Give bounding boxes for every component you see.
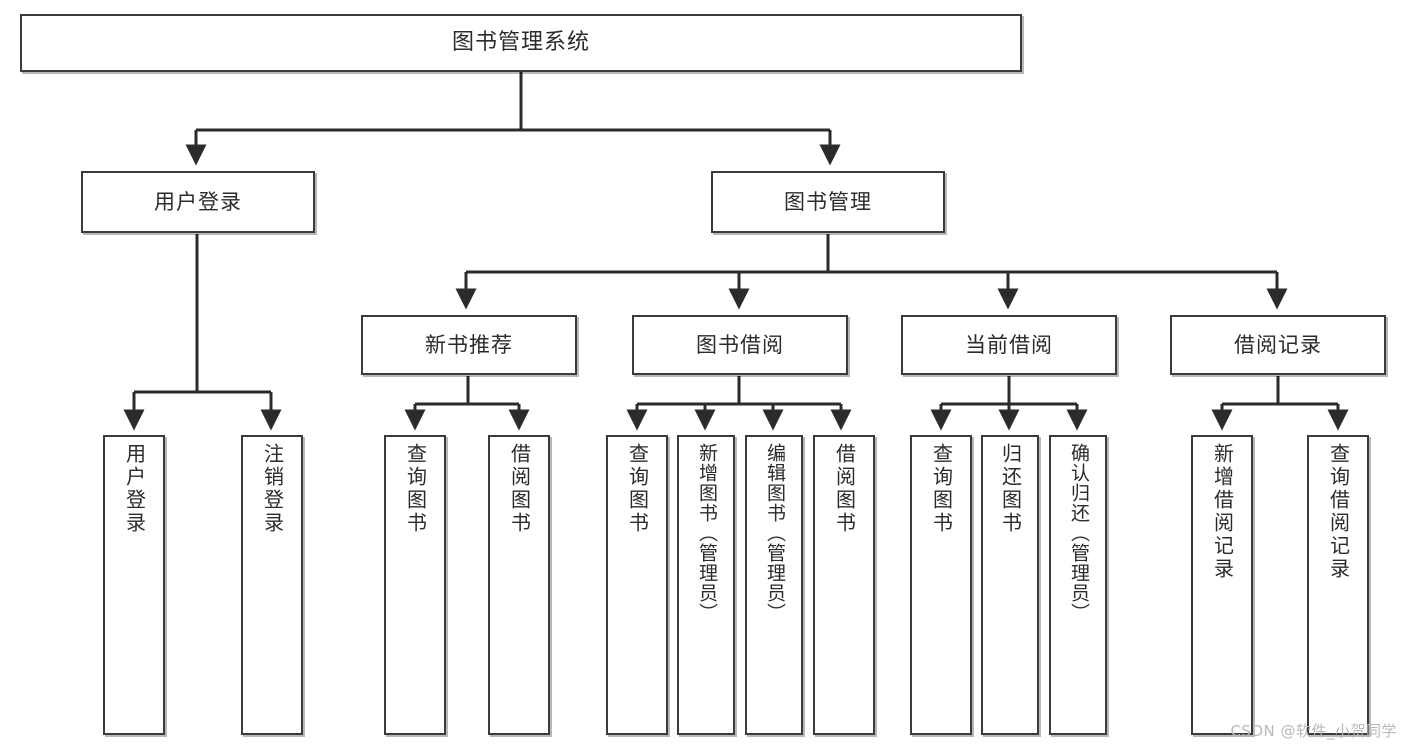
node-label: 编辑图书（管理员） bbox=[763, 443, 786, 623]
node-label: 当前借阅 bbox=[965, 332, 1053, 357]
node-leaf-borrow-book-2[interactable]: 借阅图书 bbox=[813, 435, 875, 735]
node-label: 注销登录 bbox=[260, 443, 285, 535]
node-root-book-management-system[interactable]: 图书管理系统 bbox=[20, 14, 1022, 72]
node-book-borrowing[interactable]: 图书借阅 bbox=[632, 315, 848, 375]
node-leaf-query-book-2[interactable]: 查询图书 bbox=[606, 435, 668, 735]
node-label: 用户登录 bbox=[154, 189, 242, 214]
node-book-management[interactable]: 图书管理 bbox=[711, 171, 945, 233]
node-leaf-user-login[interactable]: 用户登录 bbox=[103, 435, 165, 735]
node-label: 确认归还（管理员） bbox=[1067, 443, 1090, 623]
node-label: 借阅图书 bbox=[832, 443, 857, 535]
node-leaf-query-book-1[interactable]: 查询图书 bbox=[384, 435, 446, 735]
csdn-watermark: CSDN @软件_小贺同学 bbox=[1230, 722, 1397, 740]
node-leaf-add-book-admin[interactable]: 新增图书（管理员） bbox=[677, 435, 735, 735]
node-label: 查询借阅记录 bbox=[1326, 443, 1351, 581]
node-label: 借阅记录 bbox=[1234, 332, 1322, 357]
node-leaf-edit-book-admin[interactable]: 编辑图书（管理员） bbox=[745, 435, 803, 735]
node-leaf-add-borrow-record[interactable]: 新增借阅记录 bbox=[1191, 435, 1253, 735]
node-label: 新书推荐 bbox=[425, 332, 513, 357]
node-label: 图书借阅 bbox=[696, 332, 784, 357]
node-current-borrowing[interactable]: 当前借阅 bbox=[901, 315, 1117, 375]
node-borrowing-records[interactable]: 借阅记录 bbox=[1170, 315, 1386, 375]
node-label: 借阅图书 bbox=[507, 443, 532, 535]
node-label: 用户登录 bbox=[122, 443, 147, 535]
node-leaf-borrow-book-1[interactable]: 借阅图书 bbox=[488, 435, 550, 735]
node-leaf-query-book-3[interactable]: 查询图书 bbox=[910, 435, 972, 735]
node-user-login[interactable]: 用户登录 bbox=[81, 171, 315, 233]
node-label: 查询图书 bbox=[625, 443, 650, 535]
node-label: 查询图书 bbox=[929, 443, 954, 535]
node-label: 新增借阅记录 bbox=[1210, 443, 1235, 581]
node-new-book-recommendation[interactable]: 新书推荐 bbox=[361, 315, 577, 375]
node-leaf-user-logout[interactable]: 注销登录 bbox=[241, 435, 303, 735]
node-leaf-confirm-return-admin[interactable]: 确认归还（管理员） bbox=[1049, 435, 1107, 735]
node-leaf-return-book[interactable]: 归还图书 bbox=[981, 435, 1039, 735]
node-label: 查询图书 bbox=[403, 443, 428, 535]
node-label: 归还图书 bbox=[998, 443, 1023, 535]
node-label: 图书管理系统 bbox=[451, 30, 590, 56]
node-label: 图书管理 bbox=[784, 189, 872, 214]
node-leaf-query-borrow-record[interactable]: 查询借阅记录 bbox=[1307, 435, 1369, 735]
node-label: 新增图书（管理员） bbox=[695, 443, 718, 623]
